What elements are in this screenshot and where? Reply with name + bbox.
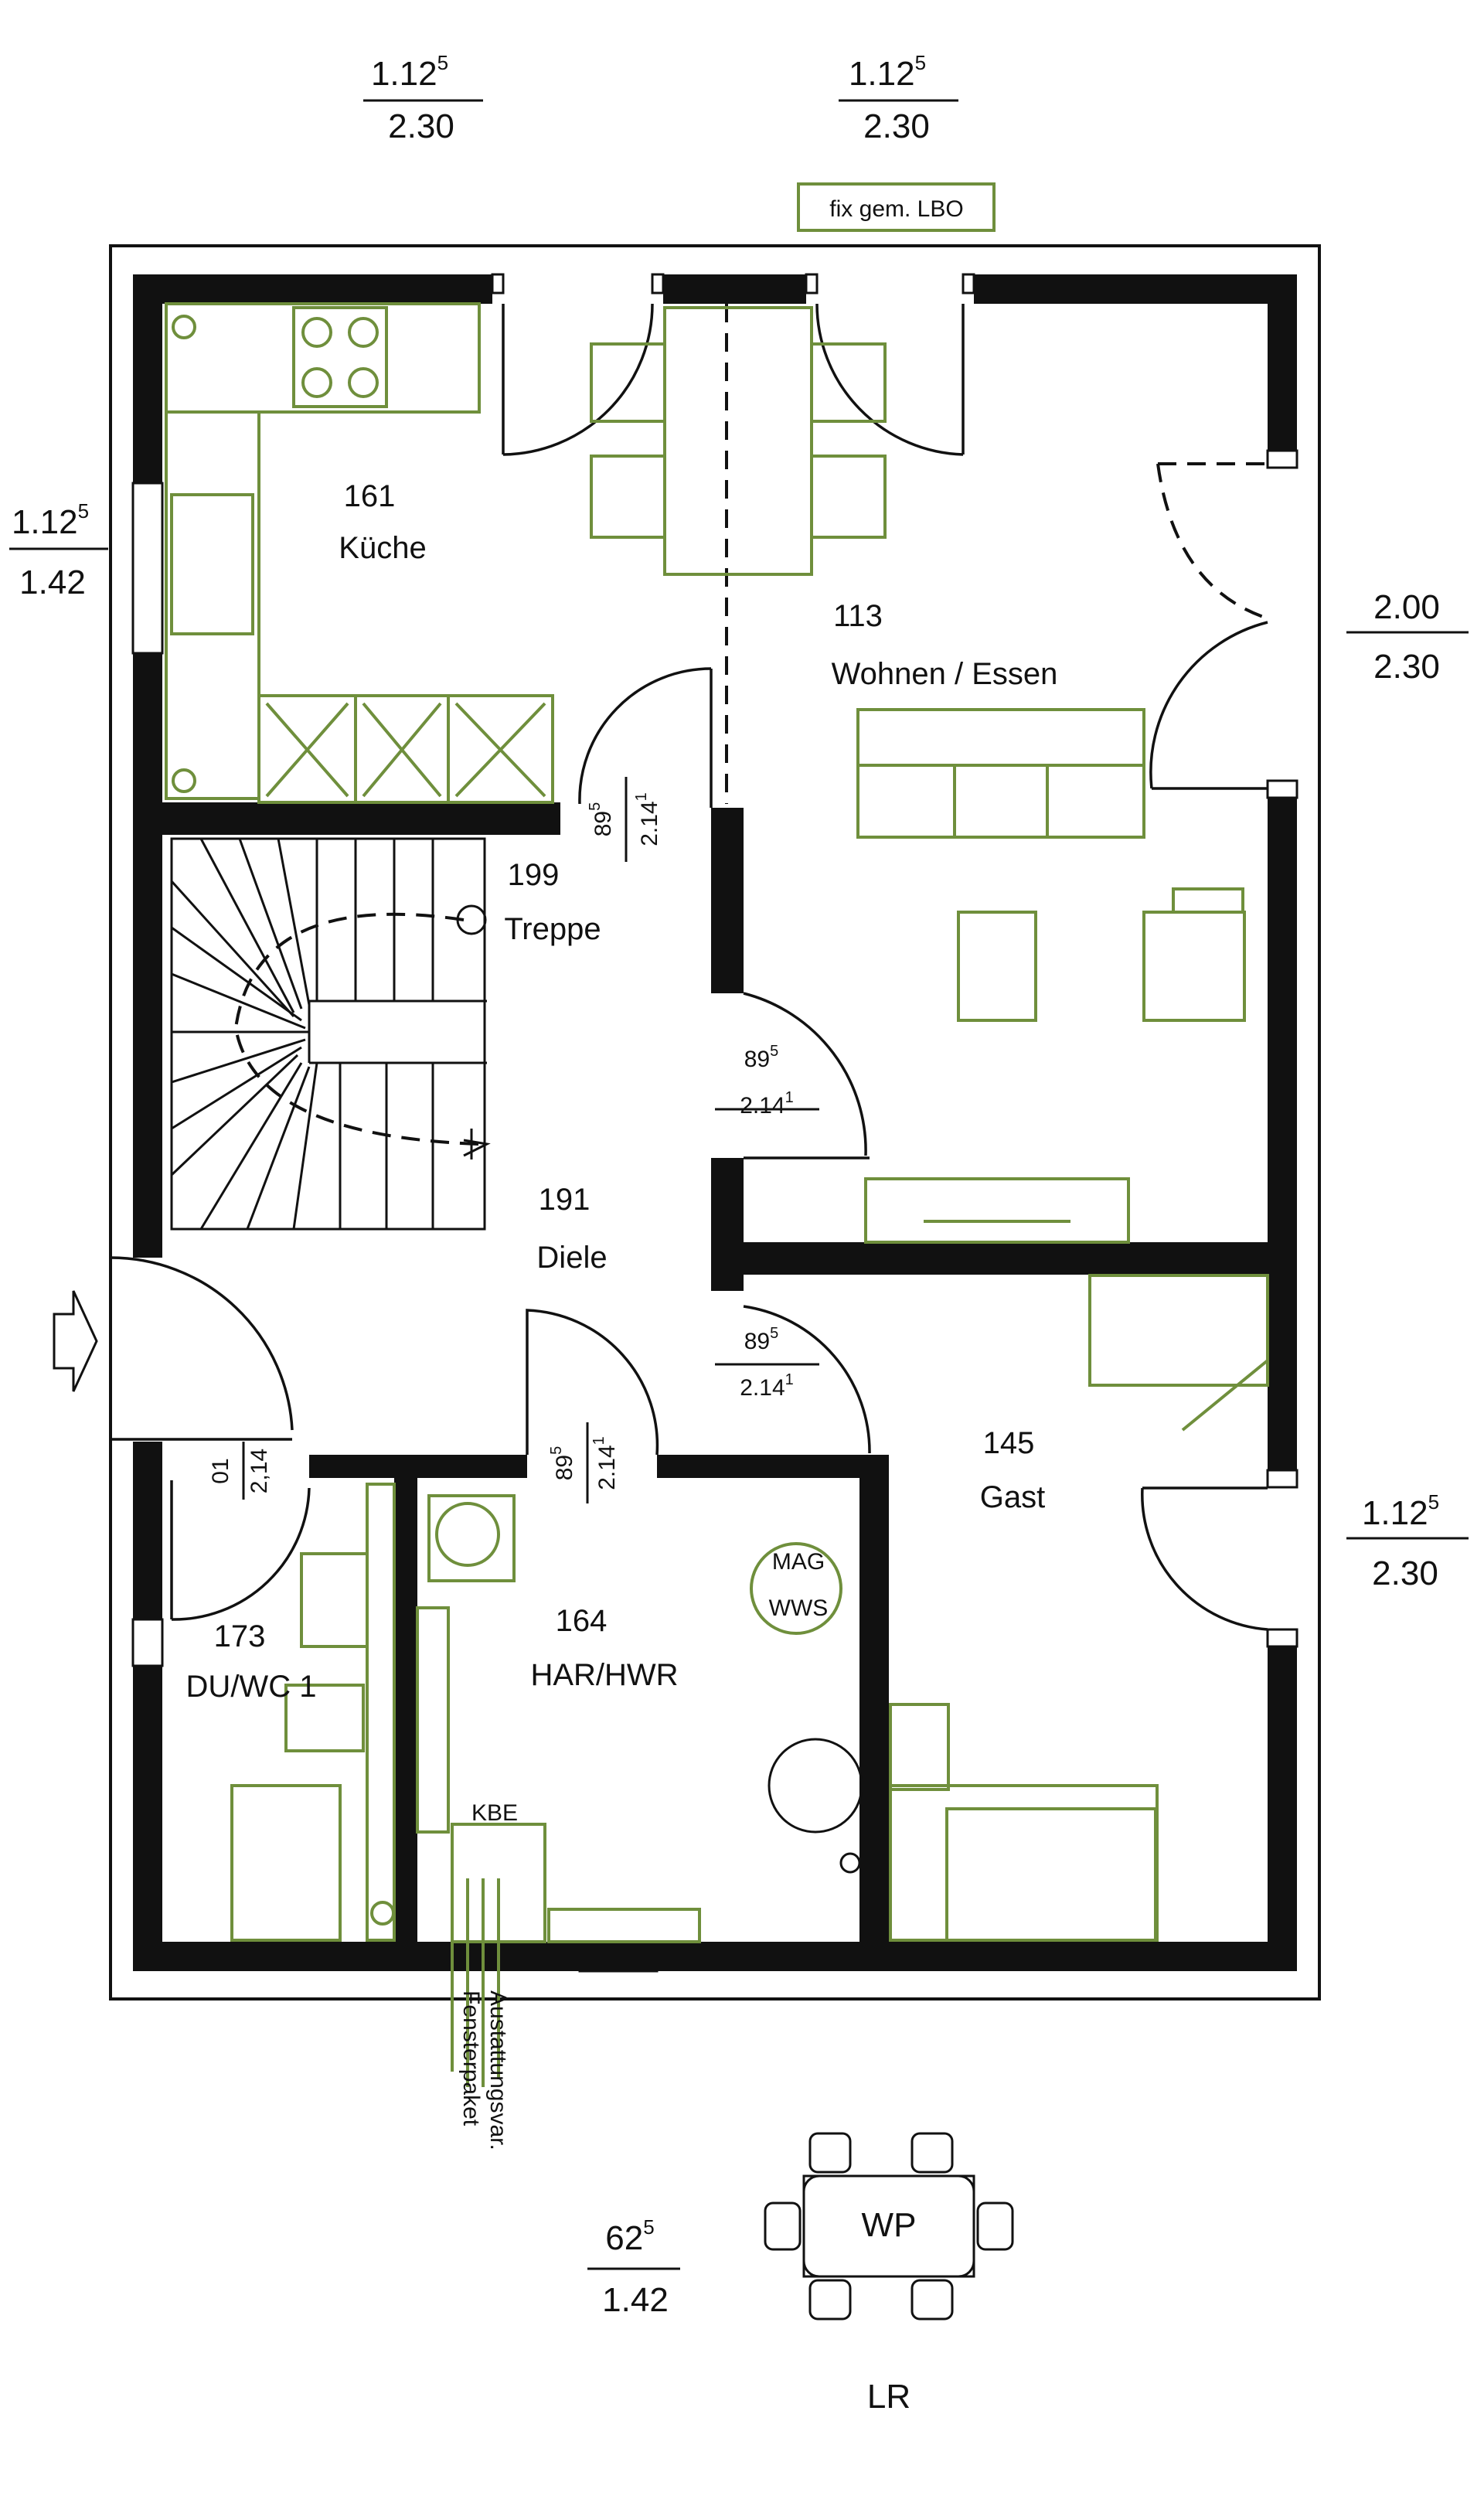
- room-duwc-name: DU/WC 1: [186, 1670, 317, 1704]
- door-dim-har: 895 2.141: [548, 1436, 620, 1490]
- svg-text:2.141: 2.141: [591, 1436, 620, 1490]
- window-right-lower-height: 2.30: [1372, 1554, 1438, 1592]
- kbe-label: KBE: [471, 1800, 518, 1826]
- dimension-bars: [9, 99, 1469, 2270]
- utility-equipment: [750, 1542, 863, 1874]
- door-dim-wc: 01 2,14: [208, 1449, 272, 1493]
- svg-text:01: 01: [208, 1458, 233, 1483]
- interior-walls: [162, 802, 1268, 1942]
- gast-furniture: [889, 1274, 1269, 1942]
- window-top-left-height: 2.30: [388, 107, 454, 145]
- fix-lbo-note: fix gem. LBO: [829, 196, 963, 222]
- window-bottom-height: 1.42: [602, 2281, 669, 2319]
- room-gast-number: 145: [983, 1426, 1035, 1460]
- svg-text:2.141: 2.141: [740, 1371, 794, 1401]
- window-right-upper-width: 2.00: [1373, 588, 1440, 626]
- ausstattung-label: Austattungsvar.: [485, 1990, 511, 2150]
- room-treppe-name: Treppe: [504, 912, 601, 946]
- window-right-upper-height: 2.30: [1373, 648, 1440, 686]
- fix-lbo-box: [797, 182, 996, 232]
- window-left-width: 1.125: [12, 499, 89, 541]
- svg-text:895: 895: [587, 802, 616, 837]
- mag-label: MAG: [772, 1549, 825, 1575]
- svg-text:2.141: 2.141: [740, 1089, 794, 1119]
- room-kueche-number: 161: [344, 479, 396, 513]
- door-dim-kitchen: 895 2.141: [587, 792, 662, 846]
- room-wohnen-name: Wohnen / Essen: [832, 657, 1058, 691]
- window-bottom-width: 625: [605, 2215, 654, 2257]
- heat-pump-unit: [764, 2132, 1014, 2321]
- window-top-right-height: 2.30: [863, 107, 930, 145]
- fensterpaket-label: Fensterpaket: [458, 1990, 484, 2127]
- staircase: [170, 837, 491, 1231]
- bath-furniture: [230, 1483, 701, 1943]
- house-outline: [109, 244, 1321, 2001]
- dining-table: [590, 306, 887, 576]
- wws-label: WWS: [769, 1595, 829, 1621]
- room-har-name: HAR/HWR: [530, 1658, 678, 1692]
- room-diele-number: 191: [539, 1183, 591, 1217]
- svg-text:2.141: 2.141: [633, 792, 662, 846]
- kitchen-furniture: [165, 302, 554, 804]
- exterior-walls: [133, 274, 1297, 1971]
- svg-text:895: 895: [744, 1043, 779, 1072]
- door-dim-living: 895 2.141: [740, 1043, 794, 1119]
- window-top-left-width: 1.125: [371, 51, 448, 93]
- svg-text:2,14: 2,14: [247, 1449, 272, 1493]
- room-har-number: 164: [556, 1604, 608, 1638]
- door-swings: [110, 303, 1268, 1631]
- svg-text:895: 895: [548, 1446, 577, 1481]
- door-dim-gast: 895 2.141: [740, 1325, 794, 1401]
- pipes: [451, 1878, 500, 2087]
- lr-label: LR: [867, 2378, 910, 2416]
- window-left-height: 1.42: [19, 564, 86, 601]
- room-kueche-name: Küche: [339, 531, 426, 565]
- room-wohnen-number: 113: [833, 599, 883, 633]
- wp-label: WP: [862, 2206, 917, 2244]
- windows: [131, 273, 1298, 1973]
- window-right-lower-width: 1.125: [1362, 1490, 1439, 1532]
- living-furniture: [856, 708, 1246, 1244]
- room-treppe-number: 199: [508, 858, 560, 892]
- window-top-right-width: 1.125: [849, 51, 926, 93]
- entrance-arrow-icon: [53, 1290, 98, 1392]
- room-diele-name: Diele: [536, 1241, 607, 1275]
- room-gast-name: Gast: [980, 1480, 1045, 1514]
- room-duwc-number: 173: [214, 1619, 266, 1653]
- svg-text:895: 895: [744, 1325, 779, 1354]
